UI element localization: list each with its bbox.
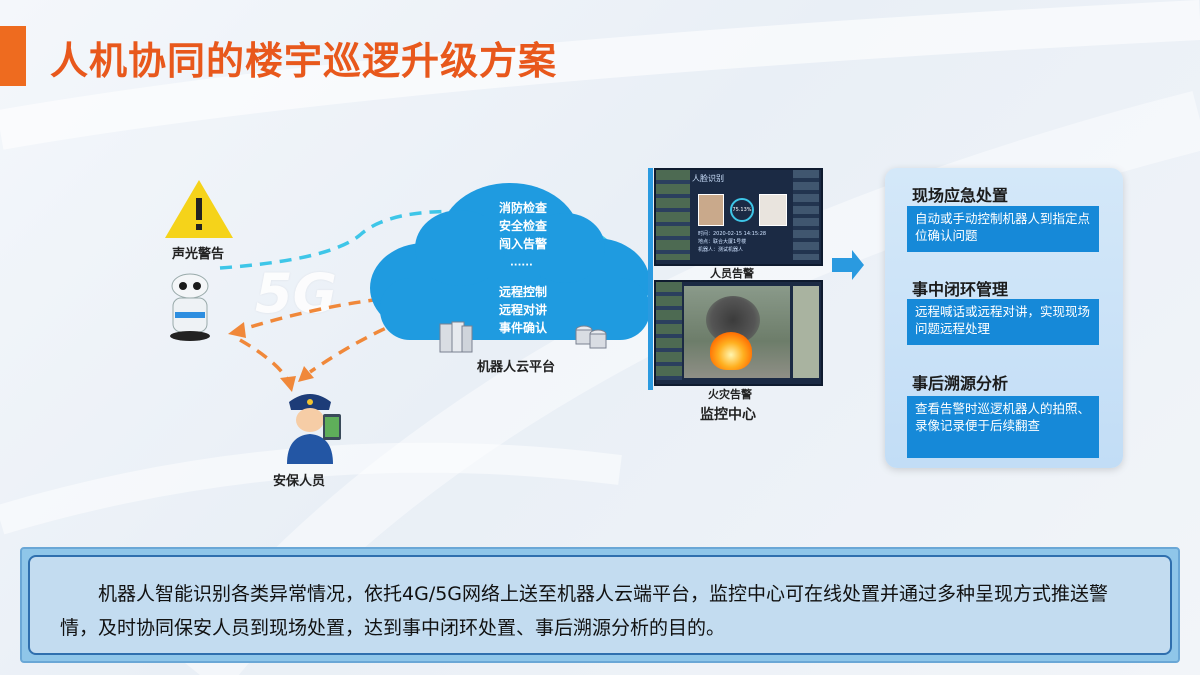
right-arrow-icon: [832, 250, 864, 280]
section-title-inprocess: 事中闭环管理: [912, 280, 1009, 299]
screen-title: 人脸识别: [692, 174, 724, 183]
thumbnail-strip: [656, 170, 690, 260]
alarm-label: 声光警告: [172, 247, 225, 262]
cloud-item-intrusion-alarm: 闯入告警: [499, 237, 548, 251]
face-photo-registered: [759, 194, 787, 226]
fire-alarm-screen: [654, 280, 823, 386]
match-score: 75.13%: [730, 198, 754, 222]
page-title: 人机协同的楼宇巡逻升级方案: [50, 39, 558, 83]
cloud-item-event-confirm: 事件确认: [499, 321, 548, 335]
personnel-alarm-caption: 人员告警: [710, 267, 754, 280]
alarm-robot: 机器人：测试机器人: [698, 247, 744, 253]
monitor-divider: [648, 168, 653, 390]
face-photo: [698, 194, 724, 226]
server-icon: [439, 321, 473, 353]
fire-scene-image: [684, 286, 790, 378]
monitor-center-label: 监控中心: [700, 407, 756, 423]
cloud-dots: ······: [510, 260, 533, 271]
flame: [710, 332, 752, 370]
summary-text: 机器人智能识别各类异常情况，依托4G/5G网络上送至机器人云端平台，监控中心可在…: [28, 555, 1172, 655]
cloud-item-remote-control: 远程控制: [499, 285, 548, 299]
fire-alarm-caption: 火灾告警: [708, 388, 752, 401]
personnel-alarm-screen: 人脸识别 75.13% 时间：2020-02-15 14:15:28 地点：联合…: [654, 168, 823, 266]
arrow-head: [280, 376, 296, 392]
side-image: [793, 286, 819, 378]
alarm-location: 地点：联合大厦1号楼: [698, 239, 747, 245]
section-text-trace: 查看告警时巡逻机器人的拍照、录像记录便于后续翻查: [907, 396, 1099, 458]
cloud-item-safety-check: 安全检查: [499, 219, 548, 233]
warning-icon: [165, 180, 233, 238]
security-guard-icon: [287, 394, 341, 464]
section-title-trace: 事后溯源分析: [912, 374, 1009, 393]
arrow-head: [298, 366, 314, 382]
cloud-item-remote-intercom: 远程对讲: [499, 303, 548, 317]
thumbnail-strip: [656, 282, 682, 380]
storage-icon: [575, 325, 607, 349]
arrow-head: [228, 322, 246, 338]
section-text-onsite: 自动或手动控制机器人到指定点位确认问题: [907, 206, 1099, 252]
section-text-inprocess: 远程喊话或远程对讲，实现现场问题远程处理: [907, 299, 1099, 345]
side-list: [793, 170, 819, 260]
title-accent-bar: [0, 26, 26, 86]
cloud-platform-label: 机器人云平台: [477, 360, 556, 375]
section-title-onsite: 现场应急处置: [912, 186, 1009, 205]
cloud-item-fire-check: 消防检查: [499, 201, 548, 215]
robot-icon: [170, 273, 210, 341]
security-label: 安保人员: [273, 474, 326, 489]
alarm-time: 时间：2020-02-15 14:15:28: [698, 231, 767, 237]
summary-box: 机器人智能识别各类异常情况，依托4G/5G网络上送至机器人云端平台，监控中心可在…: [20, 547, 1180, 663]
